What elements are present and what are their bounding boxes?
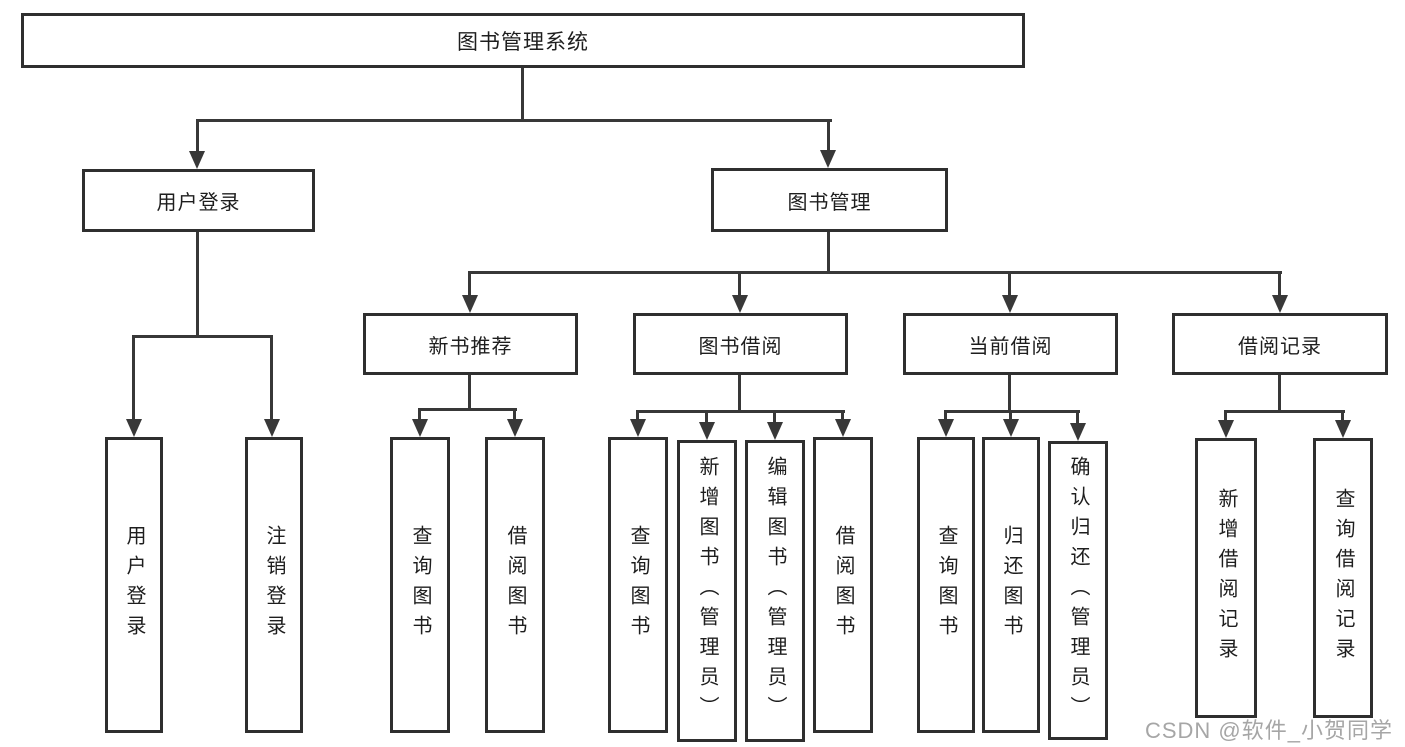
arrow-down-icon (412, 419, 428, 437)
connector-root-branch (196, 119, 832, 122)
node-book-management: 图书管理 (711, 168, 948, 232)
connector-arrow-shaft (270, 335, 273, 421)
arrow-down-icon (1002, 295, 1018, 313)
connector-arrow-shaft (636, 410, 639, 421)
leaf-add-book-admin: 新增图书（管理员） (677, 440, 737, 742)
node-label: 图书借阅 (698, 335, 783, 358)
connector-arrow-shaft (132, 335, 135, 421)
connector-login-branch (133, 335, 273, 338)
node-current-borrowing: 当前借阅 (903, 313, 1118, 375)
connector-mgmt-stem (827, 232, 830, 271)
arrow-down-icon (1272, 295, 1288, 313)
connector-arrow-shaft (1224, 410, 1227, 422)
node-label: 查询图书 (409, 525, 431, 645)
connector-borrow-branch (637, 410, 845, 413)
node-label: 借阅图书 (832, 525, 854, 645)
node-library-management-system: 图书管理系统 (21, 13, 1025, 68)
node-label: 注销登录 (263, 525, 285, 645)
node-label: 新增借阅记录 (1215, 488, 1237, 668)
node-label: 图书管理系统 (457, 30, 589, 54)
connector-records-stem (1278, 375, 1281, 410)
csdn-watermark: CSDN @软件_小贺同学 (1144, 718, 1393, 743)
leaf-query-books-current: 查询图书 (917, 437, 975, 733)
leaf-query-books-borrowing: 查询图书 (608, 437, 668, 733)
connector-arrow-shaft (1341, 410, 1344, 422)
leaf-query-borrow-record: 查询借阅记录 (1313, 438, 1373, 718)
connector-arrow-shaft (944, 410, 947, 421)
node-borrow-records: 借阅记录 (1172, 313, 1388, 375)
connector-arrow-shaft (418, 408, 421, 421)
connector-arrow-shaft (773, 410, 776, 424)
connector-login-stem (196, 232, 199, 335)
arrow-down-icon (732, 295, 748, 313)
connector-arrow-shaft (841, 410, 844, 421)
leaf-logout-login: 注销登录 (245, 437, 303, 733)
connector-arrow-shaft (1278, 271, 1281, 297)
connector-arrow-shaft (705, 410, 708, 424)
connector-arrow-shaft (196, 119, 199, 153)
node-label: 用户登录 (123, 525, 145, 645)
node-label: 借阅图书 (504, 525, 526, 645)
node-user-login: 用户登录 (82, 169, 315, 232)
node-label: 用户登录 (156, 192, 241, 214)
connector-records-branch (1225, 410, 1345, 413)
node-label: 当前借阅 (968, 335, 1053, 358)
connector-root-stem (521, 68, 524, 119)
leaf-query-books-recommend: 查询图书 (390, 437, 450, 733)
leaf-edit-book-admin: 编辑图书（管理员） (745, 440, 805, 742)
arrow-down-icon (1003, 419, 1019, 437)
connector-newbook-branch (419, 408, 517, 411)
connector-newbook-stem (468, 375, 471, 408)
connector-arrow-shaft (1076, 410, 1079, 425)
node-label: 新书推荐 (428, 335, 513, 358)
node-label: 新增图书（管理员） (696, 456, 718, 726)
node-label: 编辑图书（管理员） (764, 456, 786, 726)
arrow-down-icon (462, 295, 478, 313)
connector-arrow-shaft (1008, 271, 1011, 297)
arrow-down-icon (189, 151, 205, 169)
connector-arrow-shaft (468, 271, 471, 297)
arrow-down-icon (767, 422, 783, 440)
arrow-down-icon (699, 422, 715, 440)
node-label: 查询图书 (935, 525, 957, 645)
arrow-down-icon (507, 419, 523, 437)
node-new-book-recommend: 新书推荐 (363, 313, 578, 375)
arrow-down-icon (938, 419, 954, 437)
arrow-down-icon (126, 419, 142, 437)
connector-current-stem (1008, 375, 1011, 410)
connector-arrow-shaft (1009, 410, 1012, 421)
node-book-borrowing: 图书借阅 (633, 313, 848, 375)
leaf-confirm-return-admin: 确认归还（管理员） (1048, 441, 1108, 740)
node-label: 确认归还（管理员） (1067, 455, 1089, 726)
arrow-down-icon (835, 419, 851, 437)
connector-borrow-stem (738, 375, 741, 410)
connector-arrow-shaft (827, 119, 830, 152)
node-label: 归还图书 (1000, 525, 1022, 645)
leaf-user-login: 用户登录 (105, 437, 163, 733)
connector-current-branch (945, 410, 1080, 413)
arrow-down-icon (1218, 420, 1234, 438)
leaf-borrow-books: 借阅图书 (813, 437, 873, 733)
arrow-down-icon (630, 419, 646, 437)
arrow-down-icon (1335, 420, 1351, 438)
connector-mgmt-branch (469, 271, 1282, 274)
arrow-down-icon (1070, 423, 1086, 441)
arrow-down-icon (264, 419, 280, 437)
node-label: 查询图书 (627, 525, 649, 645)
node-label: 借阅记录 (1238, 335, 1322, 358)
leaf-add-borrow-record: 新增借阅记录 (1195, 438, 1257, 718)
leaf-borrow-books-recommend: 借阅图书 (485, 437, 545, 733)
connector-arrow-shaft (738, 271, 741, 297)
node-label: 图书管理 (787, 191, 872, 214)
leaf-return-book: 归还图书 (982, 437, 1040, 733)
node-label: 查询借阅记录 (1332, 488, 1354, 668)
arrow-down-icon (820, 150, 836, 168)
connector-arrow-shaft (513, 408, 516, 421)
